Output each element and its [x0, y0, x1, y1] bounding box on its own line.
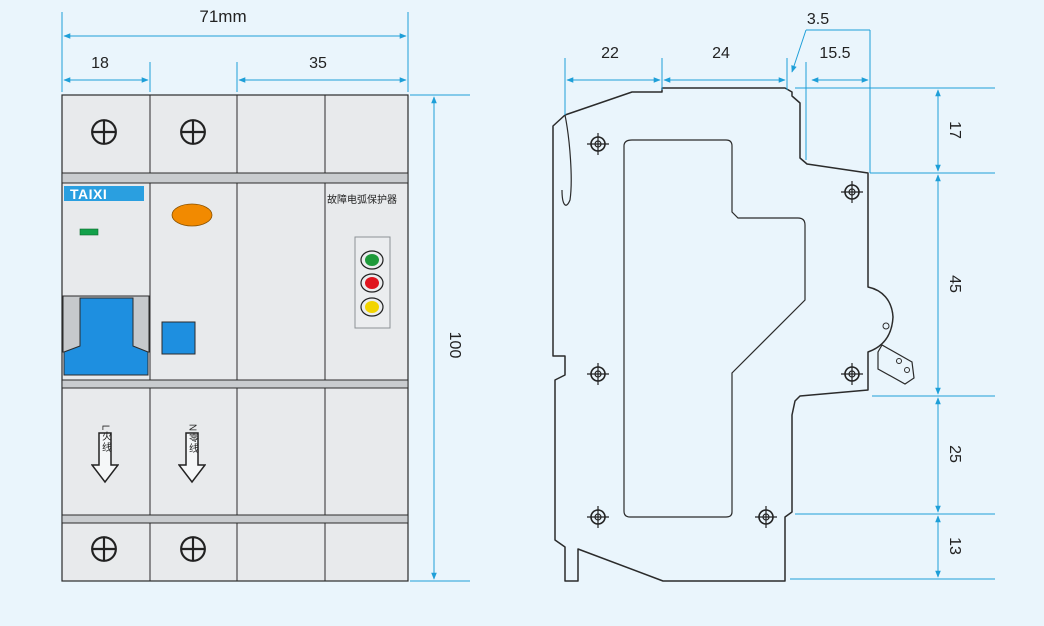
status-led	[79, 228, 99, 236]
front-view: TAIXI 故障电弧保护器 L火线 N零线	[61, 7, 470, 582]
side-body-outline	[552, 87, 894, 582]
front-dimensions	[61, 12, 470, 582]
test-button[interactable]	[161, 321, 196, 355]
neutral-wire-label: N零线	[187, 424, 199, 454]
terminal-screw-icon[interactable]	[91, 119, 117, 145]
product-name: 故障电弧保护器	[327, 193, 397, 206]
dim-pole-width: 18	[91, 55, 109, 72]
dim-side-width-b: 24	[712, 45, 730, 62]
indicator-lamp-red	[360, 273, 384, 293]
dim-height: 100	[446, 332, 463, 359]
brand-logo: TAIXI	[70, 186, 107, 202]
dim-side-height-d: 13	[946, 537, 963, 555]
rail-clip	[561, 114, 572, 206]
side-view: 22 24 3.5 15.5 17 45 25 13	[552, 11, 995, 582]
mid-band	[61, 379, 409, 389]
indicator-lamp-yellow	[360, 297, 384, 317]
terminal-screw-icon[interactable]	[91, 536, 117, 562]
inner-cavity	[623, 139, 806, 518]
toggle-handle[interactable]	[63, 297, 149, 376]
release-lever[interactable]	[877, 344, 915, 385]
upper-band	[61, 172, 409, 184]
live-wire-label: L火线	[100, 425, 112, 454]
dim-side-width-c: 3.5	[807, 11, 829, 28]
dim-side-height-b: 45	[946, 275, 963, 293]
dim-side-height-a: 17	[946, 121, 963, 139]
dim-side-width-d: 15.5	[819, 45, 850, 62]
dim-right-width: 35	[309, 55, 327, 72]
dim-total-width: 71mm	[199, 7, 246, 26]
lower-band	[61, 514, 409, 524]
brand-badge	[64, 186, 144, 201]
dim-side-height-c: 25	[946, 445, 963, 463]
dim-side-width-a: 22	[601, 45, 619, 62]
terminal-screw-icon[interactable]	[180, 536, 206, 562]
side-dimensions	[564, 29, 995, 580]
indicator-lamp-green	[360, 250, 384, 270]
terminal-screw-icon[interactable]	[180, 119, 206, 145]
status-lamp	[171, 203, 213, 227]
